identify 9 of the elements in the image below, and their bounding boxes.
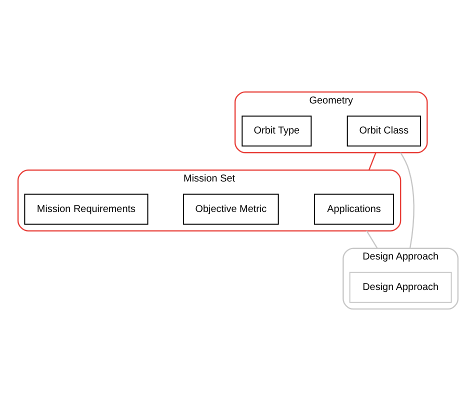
connector: [400, 152, 414, 248]
node-box: Orbit Class: [346, 115, 422, 146]
node-box: Mission Requirements: [24, 193, 148, 224]
node-box: Design Approach: [349, 271, 452, 302]
connector: [368, 152, 376, 170]
node-box: Objective Metric: [183, 193, 279, 224]
connector: [366, 230, 378, 248]
node-box: Applications: [314, 193, 394, 224]
node-box: Orbit Type: [242, 115, 312, 146]
